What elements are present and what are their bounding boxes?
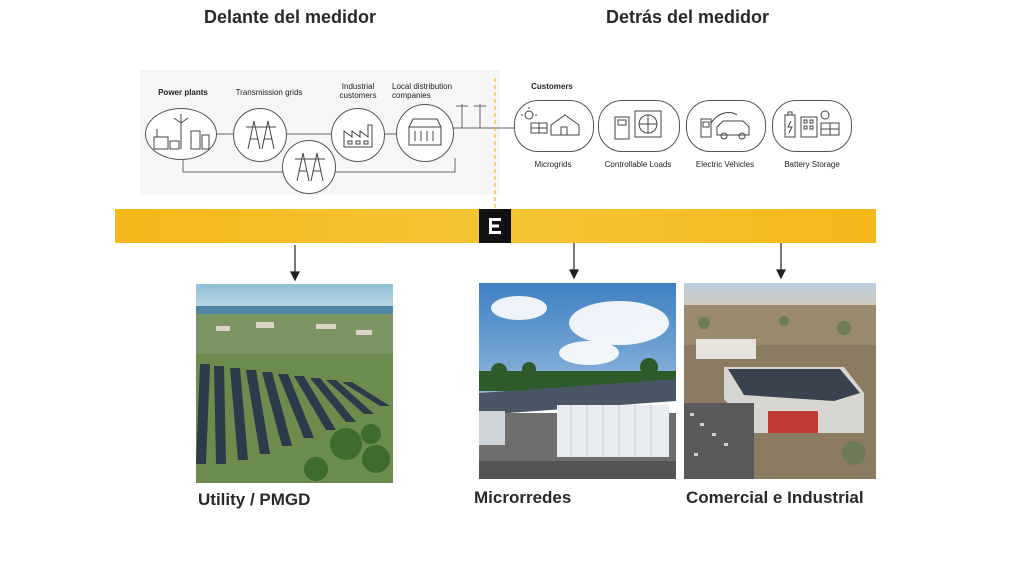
label-local-distribution: Local distribution companies [392,82,453,100]
appliances-icon [614,110,662,140]
electric-vehicles-pill [686,100,766,152]
arrows [290,243,786,282]
battery-storage-pill [772,100,852,152]
transmission-node-2 [282,140,336,194]
label-power-plants: Power plants [158,88,208,97]
grid-diagram-connectors [182,78,515,209]
factory-icon [343,124,373,148]
local-distribution-node [396,104,454,162]
power-plant-node [145,108,217,160]
customer-label-electric-vehicles: Electric Vehicles [695,160,755,169]
label-customers: Customers [531,82,573,91]
house-solar-icon [521,107,580,136]
customer-label-controllable-loads: Controllable Loads [604,160,672,169]
microgrid-photo [479,283,676,479]
battery-building-icon [784,110,840,138]
label-industrial-customers: Industrial customers [339,82,377,100]
industrial-node [331,108,385,162]
commercial-industrial-photo [684,283,876,479]
substation-icon [408,118,442,146]
controllable-loads-pill [598,100,680,152]
customer-label-battery-storage: Battery Storage [784,160,840,169]
banner-behind-meter: Detrás del medidor [606,7,770,27]
microgrids-pill [514,100,594,152]
transmission-tower-icon [295,152,325,182]
caption-utility: Utility / PMGD [198,490,311,509]
label-transmission-grids: Transmission grids [235,88,303,97]
transmission-node-1 [233,108,287,162]
transmission-tower-icon [246,120,276,150]
caption-commercial: Comercial e Industrial [686,488,864,507]
company-logo [479,209,511,243]
banner-front-of-meter: Delante del medidor [204,7,377,27]
power-plant-icon [153,114,210,150]
ev-charging-icon [700,112,750,140]
logo-e-icon [489,218,501,234]
customer-label-microgrids: Microgrids [534,160,572,169]
caption-microgrids: Microrredes [474,488,572,507]
utility-solar-photo [196,284,393,483]
